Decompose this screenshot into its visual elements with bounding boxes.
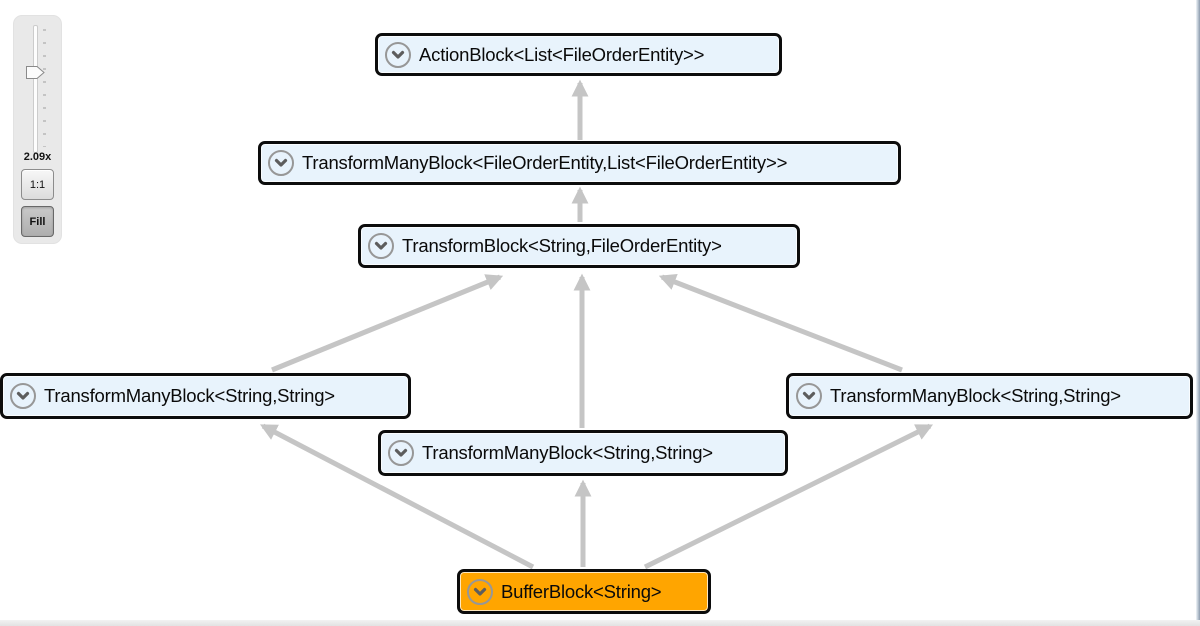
graph-node-transform-many-left[interactable]: TransformManyBlock<String,String> <box>0 373 411 419</box>
zoom-factor-label: 2.09x <box>23 151 52 163</box>
actual-size-button[interactable]: 1:1 <box>21 169 54 200</box>
fill-button[interactable]: Fill <box>21 206 54 237</box>
zoom-slider-ticks <box>43 29 46 147</box>
node-label: TransformManyBlock<String,String> <box>830 385 1121 406</box>
zoom-control-panel: 2.09x 1:1 Fill <box>13 15 62 244</box>
node-label: TransformBlock<String,FileOrderEntity> <box>402 235 722 256</box>
graph-node-buffer-block[interactable]: BufferBlock<String> <box>457 569 711 614</box>
node-label: TransformManyBlock<String,String> <box>422 442 713 463</box>
vertical-scrollbar[interactable] <box>1196 0 1200 626</box>
node-label: ActionBlock<List<FileOrderEntity>> <box>419 43 705 65</box>
graph-node-transform-many-middle[interactable]: TransformManyBlock<String,String> <box>378 430 788 476</box>
graph-node-transform-many-right[interactable]: TransformManyBlock<String,String> <box>786 373 1193 419</box>
node-label: TransformManyBlock<FileOrderEntity,List<… <box>302 152 788 173</box>
edge-transform-many-right-to-transform-block <box>658 273 903 373</box>
node-label: BufferBlock<String> <box>501 580 662 602</box>
chevron-down-icon[interactable] <box>10 383 36 409</box>
chevron-down-icon[interactable] <box>385 41 411 68</box>
graph-node-transform-many-entity[interactable]: TransformManyBlock<FileOrderEntity,List<… <box>258 141 901 185</box>
chevron-down-icon[interactable] <box>268 150 294 176</box>
graph-node-transform-block[interactable]: TransformBlock<String,FileOrderEntity> <box>358 224 800 268</box>
chevron-down-icon[interactable] <box>368 233 394 259</box>
graph-node-action-block[interactable]: ActionBlock<List<FileOrderEntity>> <box>375 33 782 76</box>
chevron-down-icon[interactable] <box>467 578 493 605</box>
zoom-slider-thumb-icon[interactable] <box>26 66 45 79</box>
chevron-down-icon[interactable] <box>796 383 822 409</box>
node-label: TransformManyBlock<String,String> <box>44 385 335 406</box>
window-bottom-edge <box>0 620 1200 626</box>
chevron-down-icon[interactable] <box>388 440 414 466</box>
edge-transform-many-left-to-transform-block <box>271 274 504 373</box>
zoom-slider-track[interactable] <box>33 25 38 153</box>
